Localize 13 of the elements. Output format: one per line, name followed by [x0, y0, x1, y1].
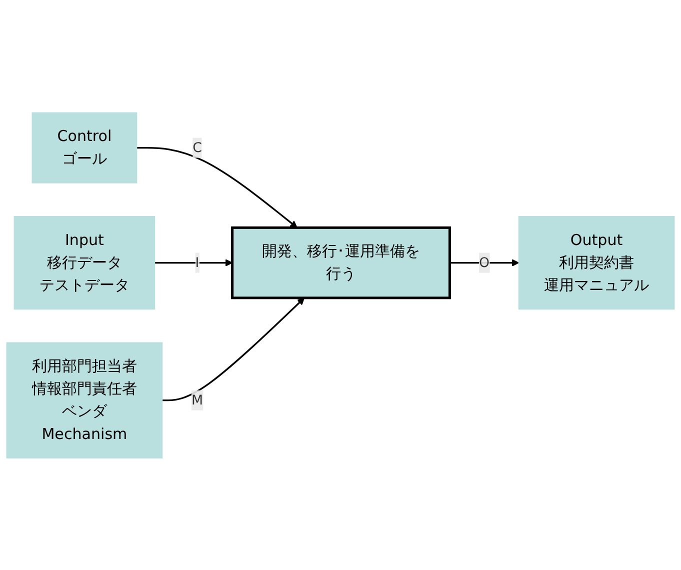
arrow [450, 258, 520, 266]
arrow [154, 258, 233, 266]
edge-label: M [191, 392, 204, 408]
edge-label: C [192, 139, 202, 155]
node-box: 開発、移行･運用準備を行う [231, 226, 451, 299]
edge-label: I [195, 254, 200, 270]
node-box: Output 利用契約書 運用マニュアル [518, 216, 675, 310]
node-box: Input 移行データ テストデータ [14, 216, 156, 310]
arrow [162, 297, 305, 401]
node-box: Control ゴール [32, 112, 138, 183]
node-box: 利用部門担当者 情報部門責任者 ベンダ Mechanism [6, 342, 163, 458]
edge-label: O [478, 254, 490, 270]
arrow [136, 146, 298, 228]
